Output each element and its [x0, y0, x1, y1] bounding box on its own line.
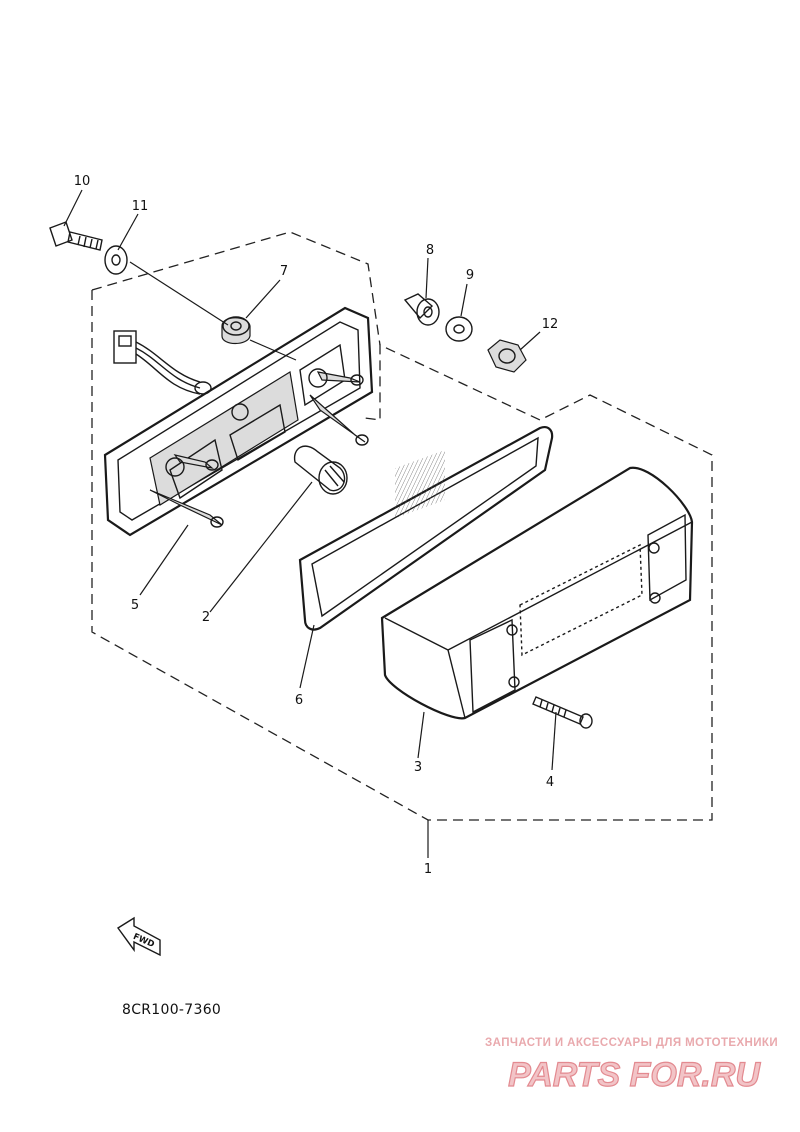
lens-screw [532, 696, 593, 729]
collar [403, 293, 440, 326]
nut [487, 339, 527, 373]
fwd-arrow-icon: FWD [116, 916, 161, 957]
watermark-logo: PARTS FOR.RU [507, 1055, 762, 1093]
gasket [298, 426, 554, 631]
washer-11 [104, 245, 128, 275]
part-label-7: 7 [280, 264, 288, 279]
part-label-9: 9 [466, 268, 474, 283]
assembly-boundary [91, 231, 713, 858]
part-label-12: 12 [542, 317, 559, 332]
part-label-5: 5 [131, 598, 139, 613]
wire-harness [113, 330, 212, 395]
lamp-lens [380, 450, 694, 720]
part-label-6: 6 [295, 693, 303, 708]
part-label-8: 8 [426, 243, 434, 258]
part-label-2: 2 [202, 610, 210, 625]
part-labels: 10 11 7 8 9 12 5 2 6 3 4 1 [74, 174, 559, 877]
grommet [221, 316, 251, 345]
leader-lines [63, 189, 557, 771]
bulb [293, 445, 348, 495]
part-label-1: 1 [424, 862, 432, 877]
watermark-logo-text: PARTS FOR.RU [508, 1056, 761, 1093]
bolt [49, 221, 103, 251]
washer-9 [445, 316, 473, 342]
part-label-10: 10 [74, 174, 91, 189]
part-label-4: 4 [546, 775, 554, 790]
watermark-tagline: ЗАПЧАСТИ И АКСЕССУАРЫ ДЛЯ МОТОТЕХНИКИ [485, 1037, 778, 1049]
part-label-11: 11 [132, 199, 149, 214]
diagram-code: 8CR100-7360 [122, 1002, 222, 1018]
part-label-3: 3 [414, 760, 422, 775]
lamp-housing [103, 306, 374, 537]
